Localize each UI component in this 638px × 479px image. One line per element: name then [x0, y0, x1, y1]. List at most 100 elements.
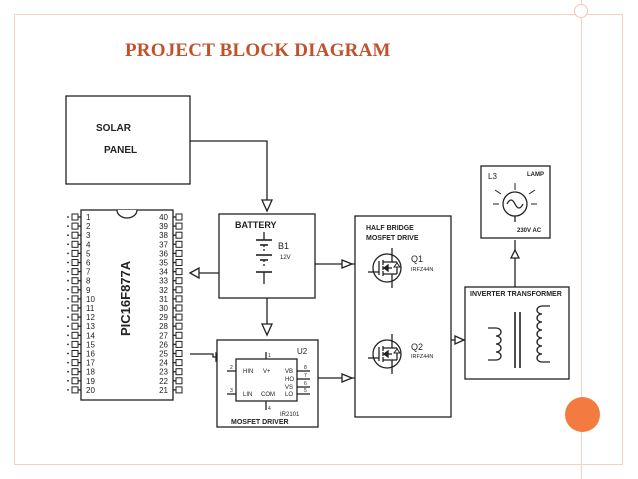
- corner-dot-decoration: [565, 397, 600, 432]
- solar-to-battery-wire: [190, 140, 274, 213]
- mcu-pin-number: 37: [159, 240, 168, 249]
- driver-pin-hin: HIN: [243, 369, 253, 375]
- mcu-pin-number: 40: [159, 213, 168, 222]
- mcu-pin-number: 2: [86, 222, 91, 231]
- mcu-pin-number: 10: [86, 295, 95, 304]
- mcu-pin-pad: [175, 377, 183, 385]
- mcu-pin-pad: [175, 240, 183, 248]
- mcu-pin-pad: [175, 277, 183, 285]
- lamp-label: LAMP: [527, 172, 544, 178]
- slide-frame: [14, 14, 623, 465]
- driver-pin-num-4: 4: [268, 406, 271, 412]
- mcu-pin-number: 7: [86, 268, 91, 277]
- mcu-pin-number: 5: [86, 249, 91, 258]
- driver-pin-num-3: 3: [230, 388, 233, 394]
- solar-panel-block: SOLAR PANEL: [65, 95, 191, 185]
- driver-pin-vplus: V+: [263, 369, 271, 375]
- mcu-pin-number: 32: [159, 286, 168, 295]
- mcu-pin-number: 20: [86, 386, 95, 395]
- driver-pin-num-7: 7: [304, 373, 307, 379]
- mcu-pin-pad: [71, 331, 79, 339]
- mcu-pin-dot: [67, 316, 69, 318]
- mcu-pin-pad: [175, 313, 183, 321]
- mcu-pin-dot: [67, 352, 69, 355]
- mcu-pin-number: 21: [159, 386, 168, 395]
- mcu-pin-pad: [71, 359, 79, 367]
- solar-label-2: PANEL: [104, 145, 137, 156]
- lamp-ray: [494, 189, 502, 195]
- mcu-pin-number: 22: [159, 377, 168, 386]
- mcu-pin-dot: [67, 270, 69, 273]
- mcu-pin-dot: [67, 298, 69, 300]
- driver-label: MOSFET DRIVER: [231, 419, 289, 426]
- mcu-pin-pad: [71, 222, 79, 230]
- mcu-pin-number: 29: [159, 313, 168, 322]
- q2-mosfet-symbol: [368, 334, 402, 374]
- q1-mosfet-symbol: [368, 248, 402, 288]
- mcu-pin-number: 18: [86, 368, 95, 377]
- driver-pin-lin: LIN: [243, 392, 252, 398]
- mcu-part-label: PIC16F877A: [118, 260, 133, 336]
- mcu-pin-number: 39: [159, 222, 168, 231]
- mcu-pin-number: 23: [159, 368, 168, 377]
- mcu-pin-dot: [67, 307, 69, 309]
- mcu-pin-dot: [67, 252, 69, 255]
- mcu-pin-pad: [71, 231, 79, 239]
- driver-pin-vb: VB: [285, 369, 293, 375]
- mcu-pin-number: 16: [86, 350, 95, 359]
- lamp-rating: 230V AC: [517, 228, 542, 234]
- lamp-ref: L3: [488, 172, 497, 181]
- battery-ref: B1: [278, 241, 289, 251]
- mcu-pin-pad: [71, 340, 79, 348]
- page-title: PROJECT BLOCK DIAGRAM: [125, 40, 391, 61]
- mcu-pin-pad: [71, 350, 79, 357]
- transformer-label: INVERTER TRANSFORMER: [470, 291, 562, 298]
- mcu-pin-pad: [71, 368, 79, 376]
- mcu-pin-dot: [67, 279, 69, 282]
- transformer-to-lamp-wire: [509, 240, 521, 287]
- driver-pin-com: COM: [261, 392, 275, 398]
- mcu-pin-pad: [175, 350, 183, 357]
- mcu-pin-pad: [175, 304, 183, 312]
- halfbridge-title-2: MOSFET DRIVE: [366, 235, 419, 242]
- mcu-pin-number: 14: [86, 331, 95, 340]
- mcu-pin-pad: [175, 322, 183, 330]
- solar-label-1: SOLAR: [96, 123, 132, 134]
- mcu-pin-number: 25: [159, 350, 168, 359]
- mcu-pin-pad: [71, 386, 79, 394]
- mcu-pin-dot: [67, 225, 69, 228]
- driver-part: IR2101: [280, 412, 300, 418]
- mcu-pin-pad: [175, 286, 183, 294]
- mcu-pin-dot: [67, 379, 69, 382]
- halfbridge-to-transformer-wire: [451, 334, 466, 346]
- battery-to-driver-wire: [260, 298, 274, 337]
- battery-to-halfbridge-wire: [315, 259, 355, 269]
- mcu-pin-dot: [67, 234, 69, 237]
- mcu-pin-number: 11: [86, 304, 95, 313]
- mcu-pin-pad: [175, 386, 183, 394]
- mcu-pin-pad: [71, 304, 79, 312]
- microcontroller-chip: PIC16F877A 12345678910111213141516171819…: [67, 209, 183, 401]
- mosfet-driver-block: U2 HIN LIN V+ COM VB HO VS LO 2 3 1 4 8 …: [216, 339, 319, 428]
- q1-ref: Q1: [411, 254, 423, 264]
- mcu-pin-dot: [67, 370, 69, 373]
- lamp-rays: [493, 183, 537, 205]
- mcu-pin-dot: [67, 334, 69, 337]
- mcu-pin-number: 3: [86, 231, 91, 240]
- mcu-pin-pad: [175, 340, 183, 348]
- mcu-pin-dot: [67, 361, 69, 364]
- mcu-pin-dot: [67, 343, 69, 346]
- mcu-pin-dot: [67, 288, 69, 291]
- mcu-pin-pad: [71, 268, 79, 276]
- mcu-pin-number: 28: [159, 322, 168, 331]
- mcu-pin-pad: [175, 359, 183, 367]
- driver-pin-lo: LO: [285, 392, 293, 398]
- mcu-pin-pad: [71, 213, 79, 221]
- mcu-pin-pad: [175, 231, 183, 239]
- driver-to-halfbridge-wire: [318, 373, 355, 383]
- q1-part: IRFZ44N: [411, 267, 433, 273]
- mcu-pin-pad: [71, 295, 79, 303]
- mcu-pin-pad: [175, 213, 183, 221]
